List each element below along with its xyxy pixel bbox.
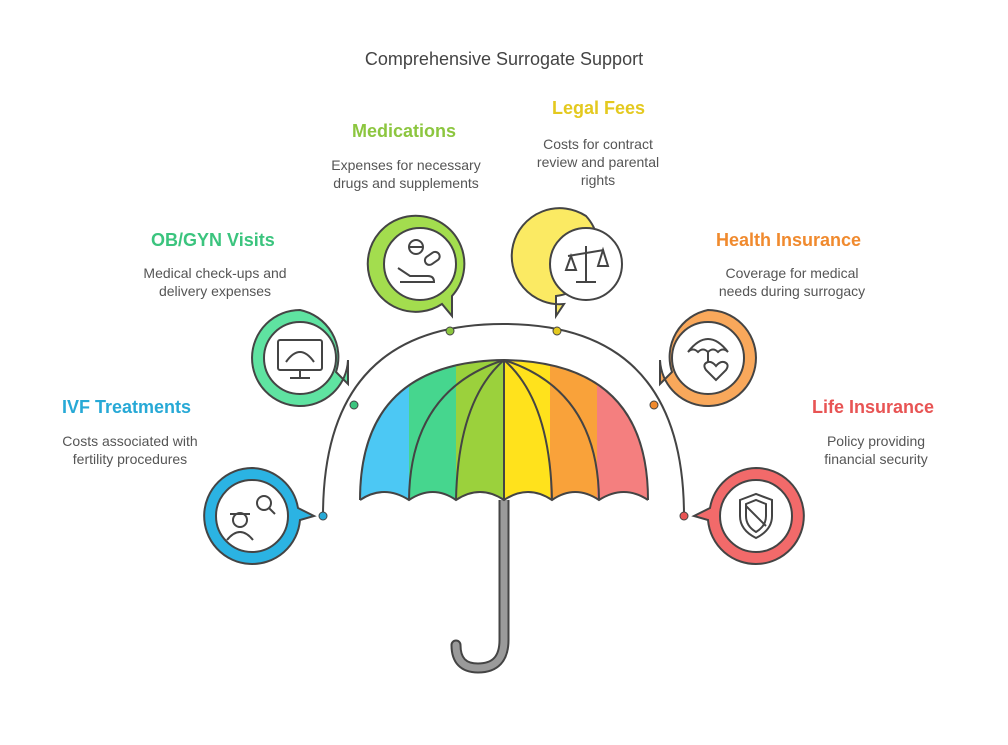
arc-dot-medications xyxy=(445,326,455,336)
legal-fees-label: Legal Fees xyxy=(552,98,646,118)
ivf-treatments-label: IVF Treatments xyxy=(62,397,192,417)
fertility-search-icon xyxy=(226,495,276,541)
canopy-scallops xyxy=(359,491,649,502)
shield-icon xyxy=(739,492,773,540)
arc-dot-life xyxy=(679,511,689,521)
arc-dot-obgyn xyxy=(349,400,359,410)
pills-hand-icon xyxy=(397,239,441,283)
scales-icon xyxy=(564,246,610,283)
life-insurance-label: Life Insurance xyxy=(812,397,935,417)
diagram-title: Comprehensive Surrogate Support xyxy=(364,49,644,69)
health-insurance-bubble xyxy=(659,308,757,407)
arc-dot-health xyxy=(649,400,659,410)
umbrella-handle xyxy=(450,474,510,674)
medications-bubble xyxy=(366,214,466,319)
umbrella-heart-icon xyxy=(687,338,729,382)
medications-label: Medications xyxy=(352,121,457,141)
obgyn-visits-bubble xyxy=(251,308,349,407)
life-insurance-bubble xyxy=(691,466,805,565)
arc-dot-ivf xyxy=(318,511,328,521)
outer-arc xyxy=(322,322,685,517)
arc-dot-legal xyxy=(552,326,562,336)
health-insurance-label: Health Insurance xyxy=(716,230,862,250)
ultrasound-monitor-icon xyxy=(277,339,323,379)
obgyn-visits-label: OB/GYN Visits xyxy=(151,230,275,250)
ivf-treatments-bubble xyxy=(203,466,317,565)
legal-fees-bubble xyxy=(510,207,623,320)
